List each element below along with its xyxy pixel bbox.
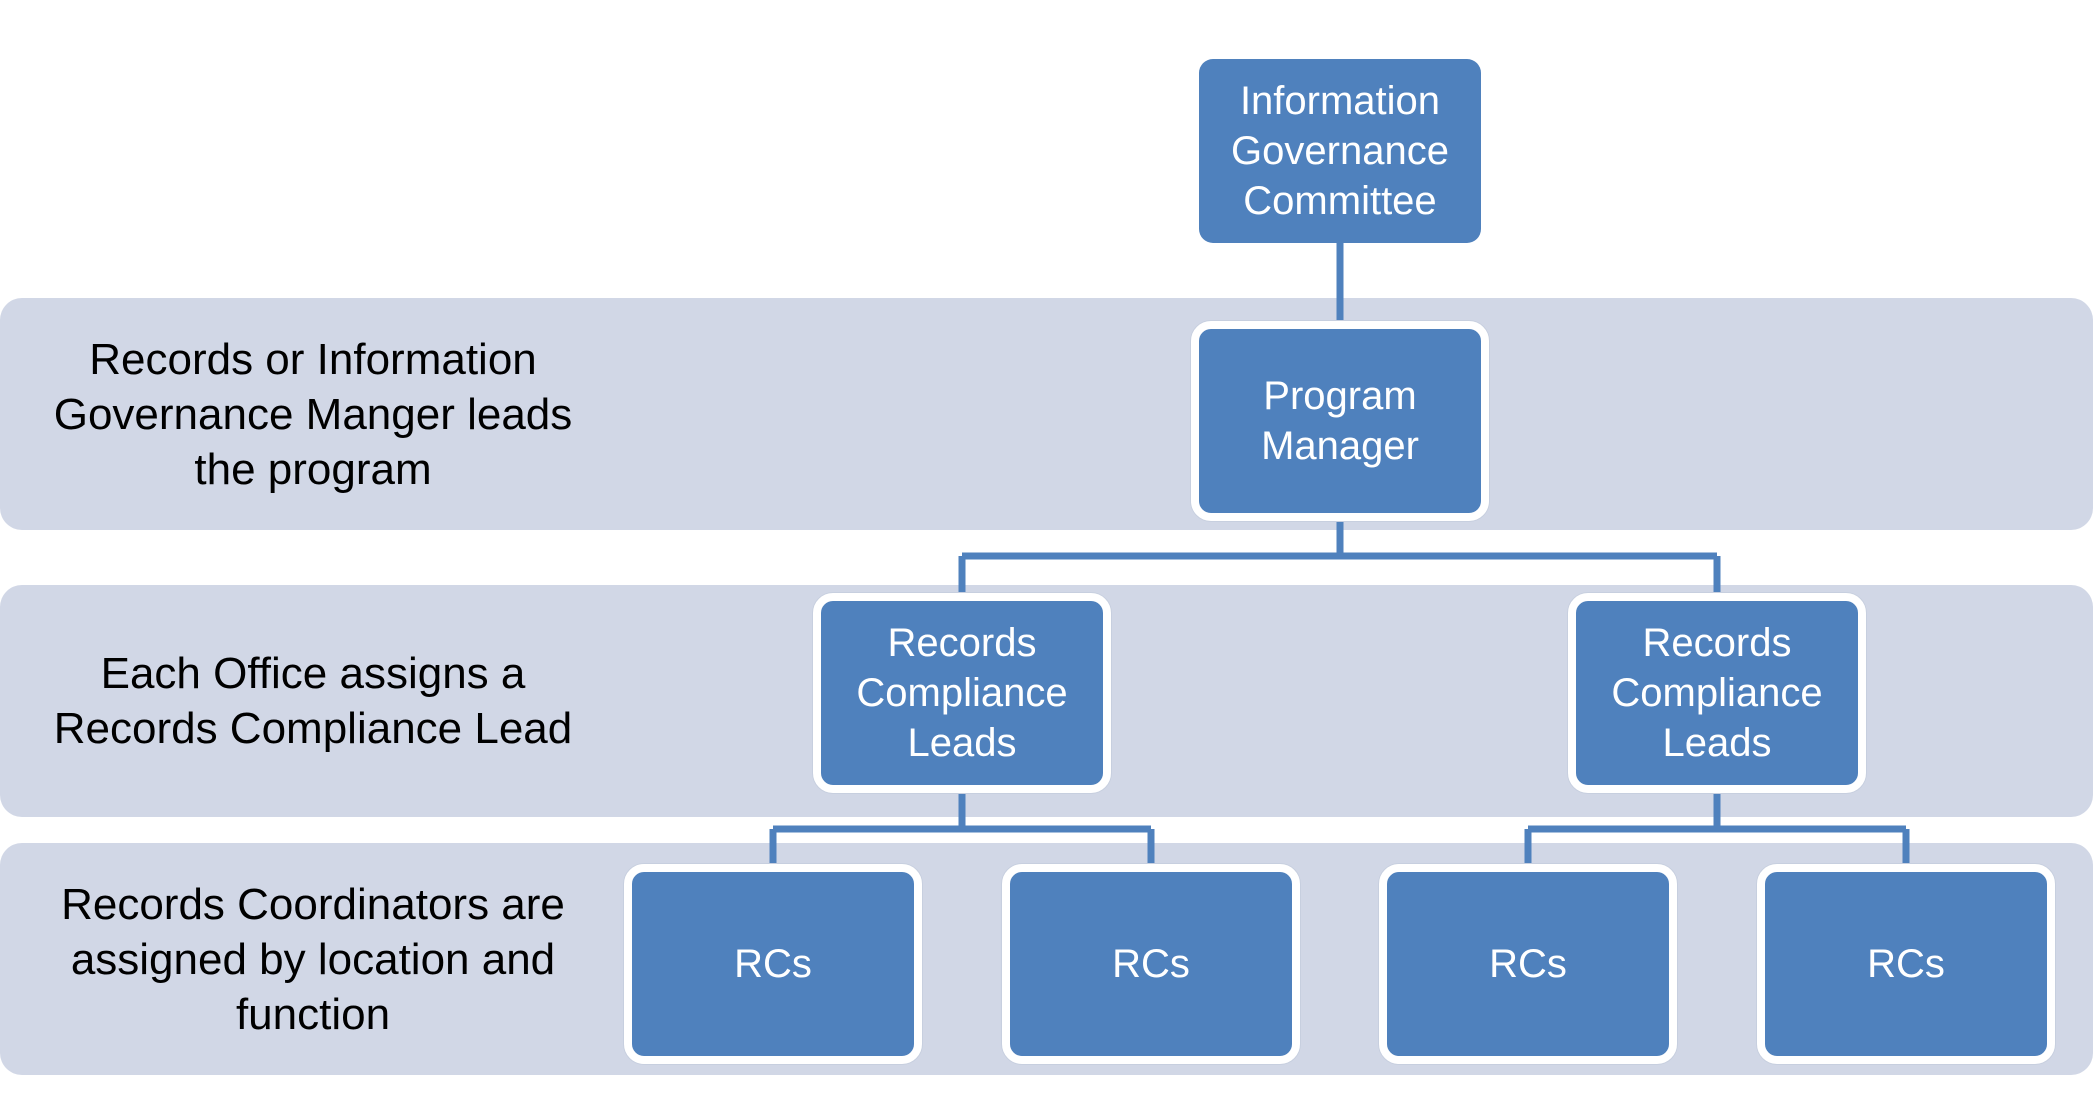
band-label-program: Records or Information Governance Manger… — [53, 334, 573, 494]
node-rcs-4: RCs — [1757, 864, 2055, 1064]
node-records-compliance-leads-right: Records Compliance Leads — [1568, 593, 1866, 793]
band-label-coordinators: Records Coordinators are assigned by loc… — [61, 879, 565, 1039]
node-records-compliance-leads-left: Records Compliance Leads — [813, 593, 1111, 793]
band-program-level — [0, 298, 2093, 530]
node-information-governance-committee: Information Governance Committee — [1199, 59, 1481, 243]
node-rcs-3: RCs — [1379, 864, 1677, 1064]
node-rcs-1: RCs — [624, 864, 922, 1064]
node-program-manager: Program Manager — [1191, 321, 1489, 521]
node-rcs-2: RCs — [1002, 864, 1300, 1064]
band-label-office: Each Office assigns a Records Compliance… — [53, 649, 573, 753]
